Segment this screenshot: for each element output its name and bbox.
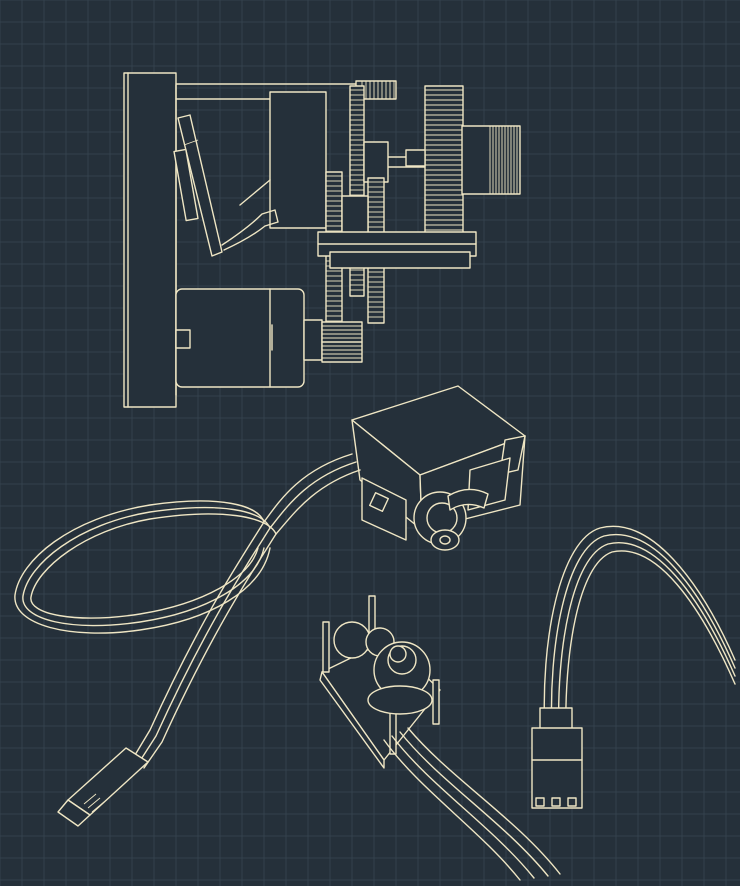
potentiometer-housing	[269, 91, 327, 229]
mounting-plate	[123, 72, 177, 408]
dc-motor	[175, 288, 305, 388]
small-gear	[333, 621, 371, 659]
servo-connector	[67, 747, 149, 816]
large-gear	[424, 85, 464, 237]
gearbox-section-view	[123, 72, 521, 408]
circuit-board	[177, 114, 223, 257]
output-spline	[461, 125, 521, 195]
servo-cable-with-connector	[14, 453, 361, 827]
servo-housing-isometric	[351, 385, 526, 551]
gear-train-exploded	[319, 595, 561, 881]
connector-lead	[531, 525, 736, 809]
lead-connector	[531, 727, 583, 809]
